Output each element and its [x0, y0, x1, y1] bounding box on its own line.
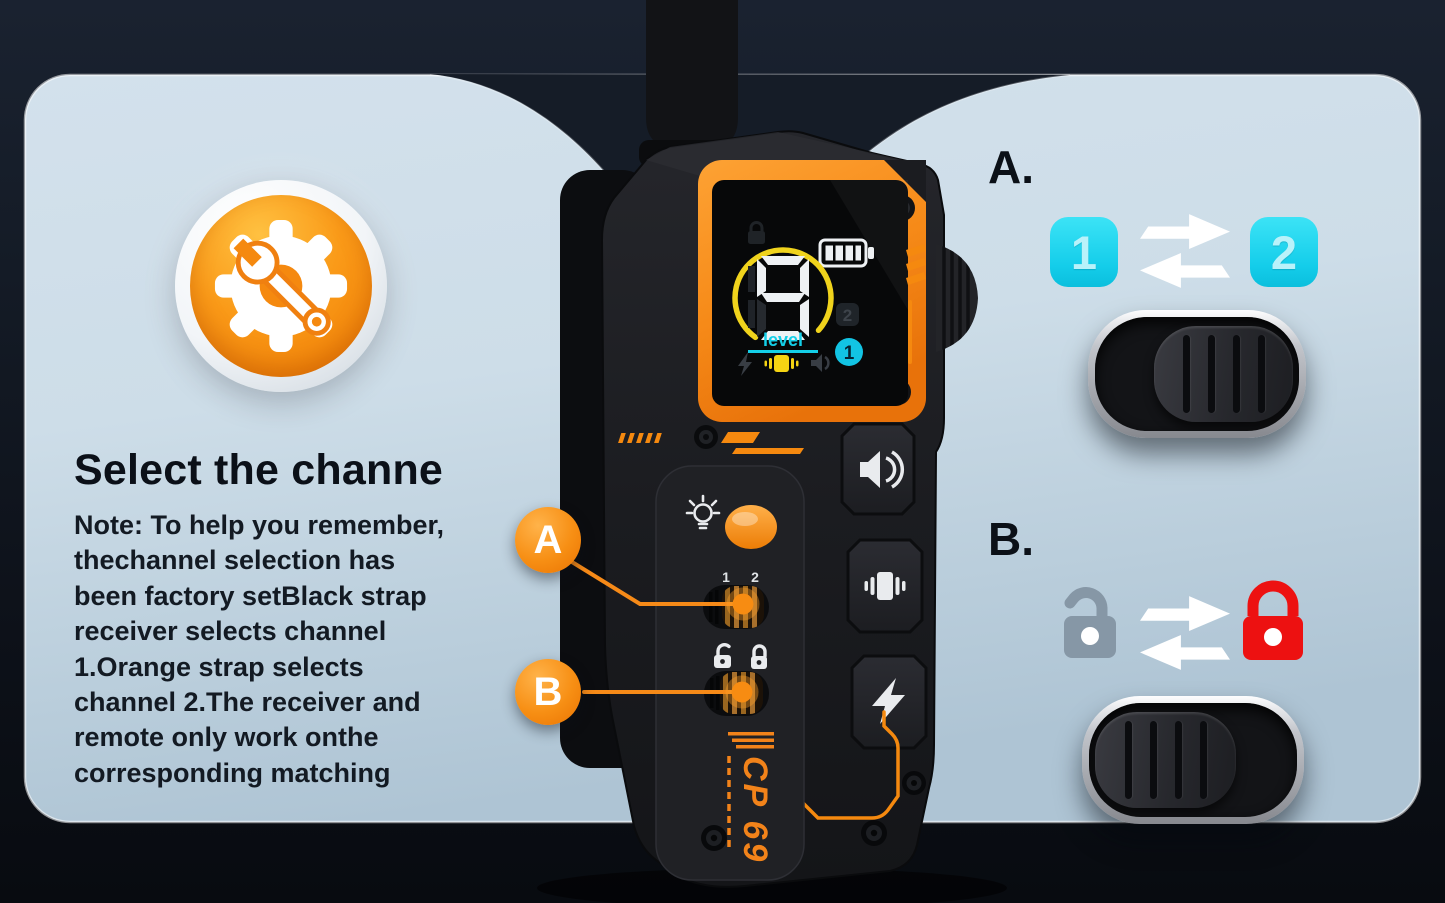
callout-a-dot-halo	[726, 587, 760, 621]
channel-switch-label-2: 2	[751, 569, 759, 585]
settings-badge	[175, 180, 387, 392]
channel-2-badge: 2	[1250, 217, 1318, 287]
unlock-glyph	[714, 643, 731, 668]
battery-icon	[818, 238, 874, 268]
lock-slider-illustration	[1082, 696, 1304, 824]
unlock-icon	[1064, 587, 1116, 658]
callout-lines	[570, 560, 738, 694]
screen-sound-icon	[811, 354, 830, 372]
callout-b-dot	[731, 681, 753, 703]
light-bulb-icon	[685, 494, 721, 530]
bezel-side-accents	[906, 244, 926, 364]
lock-glyph	[751, 644, 767, 669]
level-label: level	[763, 330, 803, 350]
screen-lock-icon	[748, 221, 765, 244]
screen-vibration-icon	[764, 355, 799, 372]
svg-text:1: 1	[844, 343, 855, 364]
settings-badge-inner	[190, 195, 372, 377]
screen-channel2-badge: 2	[836, 303, 859, 326]
vibration-button	[846, 538, 924, 634]
channel-slider-track	[1095, 317, 1299, 431]
screen-channel1-badge: 1	[835, 338, 863, 366]
lock-icon	[1243, 580, 1303, 660]
screen-shock-icon	[738, 352, 752, 376]
body-screw-bottom-left	[701, 825, 727, 851]
callout-a-dot	[732, 593, 754, 615]
shock-button	[850, 654, 928, 750]
section-a-label: A.	[988, 141, 1034, 193]
callout-b-badge: B	[515, 659, 581, 725]
channel-1-badge: 1	[1050, 217, 1118, 287]
level-arc	[732, 247, 834, 349]
page-title: Select the channe	[74, 446, 444, 494]
level-underline	[748, 350, 818, 353]
note-text: Note: To help you remember, thechannel s…	[74, 510, 445, 788]
channel-slider-thumb	[1154, 326, 1293, 422]
sound-button-icon	[860, 450, 905, 489]
callout-a-badge: A	[515, 507, 581, 573]
channel-slider-illustration	[1088, 310, 1306, 438]
swap-arrows-icon	[1140, 214, 1230, 288]
lcd-screen: 2 level 1	[712, 180, 908, 406]
channel-switch-label-1: 1	[722, 569, 730, 585]
model-branding: CP 69	[727, 732, 774, 864]
level-digit	[757, 256, 809, 340]
orange-dash-ornament	[618, 432, 804, 454]
body-screw-upper	[694, 425, 718, 449]
section-b-label: B.	[988, 513, 1034, 565]
gear-wrench-icon	[214, 219, 348, 353]
lock-slider-thumb	[1095, 712, 1237, 808]
shock-button-icon	[872, 678, 905, 724]
body-screw-mid-right	[902, 771, 926, 795]
svg-text:2: 2	[843, 306, 852, 325]
callout-b-dot-halo	[725, 675, 759, 709]
device-shadow	[537, 868, 1007, 903]
swap-arrows-icon	[1140, 596, 1230, 670]
body-screw-bottom-right	[861, 820, 887, 846]
lock-slider-track	[1089, 703, 1297, 817]
side-dial	[936, 244, 978, 352]
model-text: CP 69	[736, 756, 774, 864]
light-button	[725, 505, 777, 549]
vibration-button-icon	[864, 572, 906, 600]
sound-button	[840, 422, 916, 516]
